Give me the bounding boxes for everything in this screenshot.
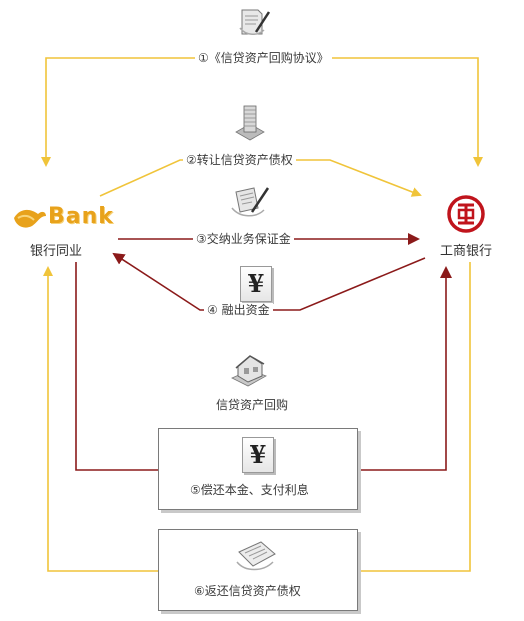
yen-icon: ¥ [242, 437, 274, 473]
step5-box: ¥ ⑤偿还本金、支付利息 [158, 428, 358, 510]
interbank-label: 银行同业 [30, 244, 83, 259]
bird-logo-icon [14, 209, 46, 228]
yen-icon: ¥ [240, 266, 272, 302]
arrow-step1-right [262, 57, 483, 167]
document-return-icon [235, 538, 279, 574]
icbc-label: 工商银行 [440, 244, 493, 259]
step3-label: ③交纳业务保证金 [193, 232, 294, 246]
step6-box: ⑥返还信贷资产债权 [158, 529, 358, 611]
step4-label: ④ 融出资金 [204, 303, 273, 317]
icbc-logo-icon [447, 195, 485, 233]
step6-label: ⑥返还信贷资产债权 [194, 584, 301, 598]
bank-logo-text: Bank [48, 204, 114, 229]
step1-label: ①《信贷资产回购协议》 [195, 51, 332, 65]
step5-label: ⑤偿还本金、支付利息 [190, 483, 309, 497]
documents-stack-icon [232, 102, 268, 142]
contract-icon [236, 6, 272, 40]
arrow-step1-left [41, 57, 262, 167]
signing-icon [230, 182, 272, 220]
house-asset-icon [228, 348, 270, 388]
step2-label: ②转让信贷资产债权 [183, 153, 296, 167]
middle-label: 信贷资产回购 [213, 398, 292, 412]
bank-logo: Bank [12, 204, 122, 232]
